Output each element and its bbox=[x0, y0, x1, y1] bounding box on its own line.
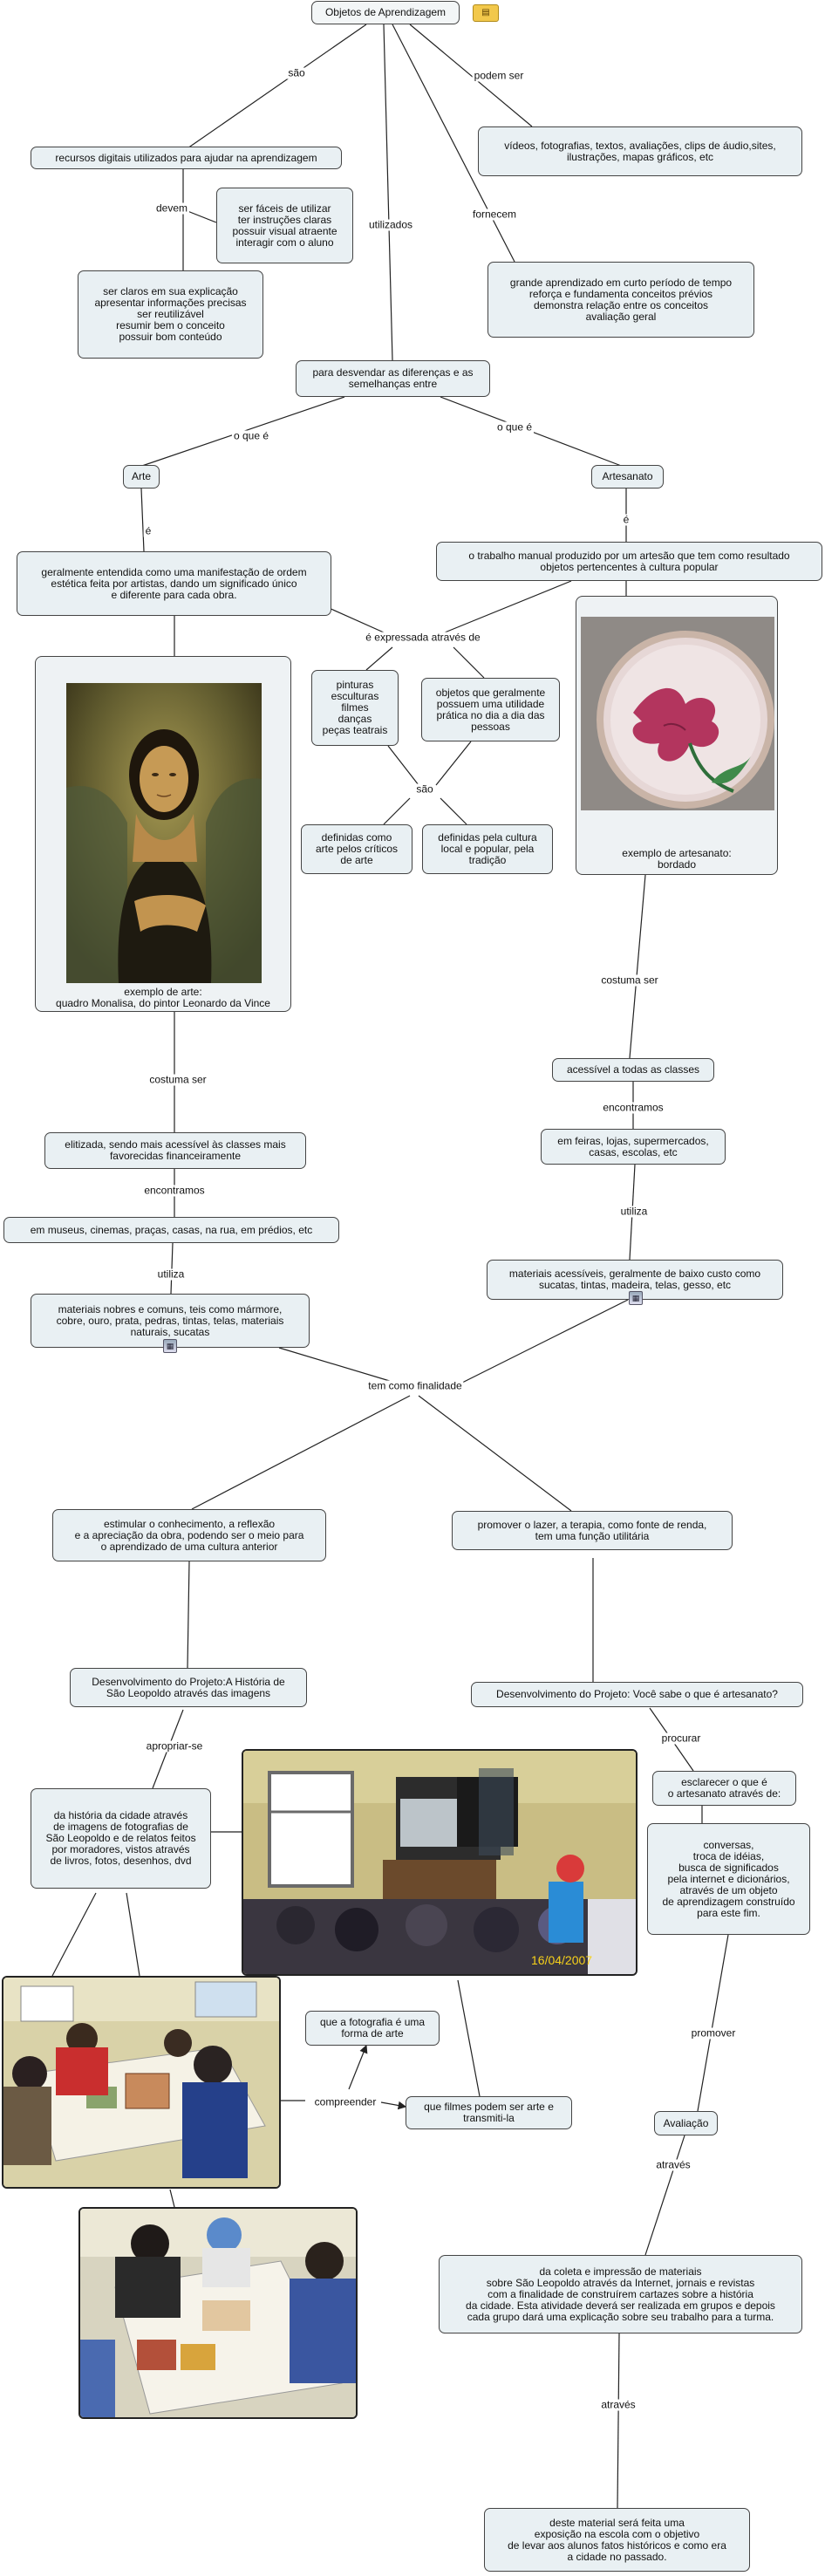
edge-label-utiliza-artesanato: utiliza bbox=[618, 1205, 650, 1218]
folder-icon[interactable]: ▤ bbox=[473, 4, 499, 22]
node-arte-def[interactable]: geralmente entendida como uma manifestaç… bbox=[17, 551, 331, 616]
node-historia-cidade[interactable]: da história da cidade através de imagens… bbox=[31, 1788, 211, 1889]
node-proj-artesanato[interactable]: Desenvolvimento do Projeto: Você sabe o … bbox=[471, 1682, 803, 1707]
node-pinturas[interactable]: pinturas esculturas filmes danças peças … bbox=[311, 670, 399, 746]
edge-label-e-artesanato: é bbox=[621, 513, 631, 526]
node-artesanato[interactable]: Artesanato bbox=[591, 465, 664, 489]
node-coleta[interactable]: da coleta e impressão de materiais sobre… bbox=[439, 2255, 802, 2333]
classroom-tv-photo[interactable]: 16/04/2007 bbox=[242, 1749, 638, 1976]
edge-label-sao-2: são bbox=[414, 782, 435, 796]
node-recursos[interactable]: recursos digitais utilizados para ajudar… bbox=[31, 147, 342, 169]
node-conversas[interactable]: conversas, troca de idéias, busca de sig… bbox=[647, 1823, 810, 1935]
node-acessivel[interactable]: acessível a todas as classes bbox=[552, 1058, 714, 1082]
node-proj-historia[interactable]: Desenvolvimento do Projeto:A História de… bbox=[70, 1668, 307, 1707]
edge-label-procurar: procurar bbox=[659, 1732, 703, 1745]
edge-label-costuma-ser-artesanato: costuma ser bbox=[599, 974, 660, 987]
students-photos-image bbox=[3, 1978, 279, 2187]
attachment-icon[interactable]: ▦ bbox=[629, 1291, 643, 1305]
node-arte[interactable]: Arte bbox=[123, 465, 160, 489]
monalisa-frame[interactable]: exemplo de arte: quadro Monalisa, do pin… bbox=[35, 656, 291, 1012]
node-avaliacao[interactable]: Avaliação bbox=[654, 2111, 718, 2135]
edge-label-e-arte: é bbox=[143, 524, 153, 537]
edge-label-expressada: é expressada através de bbox=[364, 631, 482, 644]
edge-label-devem: devem bbox=[153, 202, 190, 215]
node-grande[interactable]: grande aprendizado em curto período de t… bbox=[488, 262, 754, 338]
edge-label-atraves-coleta: através bbox=[599, 2398, 638, 2411]
edge-label-finalidade: tem como finalidade bbox=[366, 1379, 464, 1392]
node-museus[interactable]: em museus, cinemas, praças, casas, na ru… bbox=[3, 1217, 339, 1243]
edge-label-costuma-ser-arte: costuma ser bbox=[147, 1073, 208, 1086]
attachment-icon[interactable]: ▦ bbox=[163, 1339, 177, 1353]
node-esclarecer[interactable]: esclarecer o que é o artesanato através … bbox=[652, 1771, 796, 1806]
edge-label-o-que-e-artesanato: o que é bbox=[494, 420, 535, 434]
node-estimular[interactable]: estimular o conhecimento, a reflexão e a… bbox=[52, 1509, 326, 1561]
edge-label-atraves-avaliacao: através bbox=[654, 2158, 692, 2171]
node-claros[interactable]: ser claros em sua explicação apresentar … bbox=[78, 270, 263, 359]
monalisa-image bbox=[66, 683, 262, 983]
edge-label-compreender: compreender bbox=[312, 2095, 378, 2108]
edge-label-utilizados: utilizados bbox=[366, 218, 415, 231]
edge-label-encontramos-artesanato: encontramos bbox=[601, 1101, 665, 1114]
node-exposicao[interactable]: deste material será feita uma exposição … bbox=[484, 2508, 750, 2572]
photo-date-stamp: 16/04/2007 bbox=[531, 1953, 592, 1967]
node-artesanato-def[interactable]: o trabalho manual produzido por um artes… bbox=[436, 542, 822, 581]
edge-label-encontramos-arte: encontramos bbox=[142, 1184, 207, 1197]
root-node[interactable]: Objetos de Aprendizagem bbox=[311, 1, 460, 24]
bordado-image bbox=[581, 617, 774, 810]
students-table-photo[interactable] bbox=[78, 2207, 358, 2419]
node-def-cultura[interactable]: definidas pela cultura local e popular, … bbox=[422, 824, 553, 874]
students-photos-photo[interactable] bbox=[2, 1976, 281, 2189]
edge-label-sao: são bbox=[286, 66, 307, 79]
node-def-criticos[interactable]: definidas como arte pelos críticos de ar… bbox=[301, 824, 412, 874]
students-table-image bbox=[80, 2209, 356, 2417]
node-desvendar[interactable]: para desvendar as diferenças e as semelh… bbox=[296, 360, 490, 397]
node-promover-lazer[interactable]: promover o lazer, a terapia, como fonte … bbox=[452, 1511, 733, 1550]
edge-label-promover: promover bbox=[689, 2026, 738, 2040]
node-videos[interactable]: vídeos, fotografias, textos, avaliações,… bbox=[478, 126, 802, 176]
edge-label-apropriar: apropriar-se bbox=[144, 1739, 205, 1753]
edge-label-fornecem: fornecem bbox=[470, 208, 519, 221]
node-elitizada[interactable]: elitizada, sendo mais acessível às class… bbox=[44, 1132, 306, 1169]
bordado-caption: exemplo de artesanato: bordado bbox=[622, 847, 732, 871]
node-feiras[interactable]: em feiras, lojas, supermercados, casas, … bbox=[541, 1129, 726, 1165]
edge-label-podem-ser: podem ser bbox=[472, 69, 526, 82]
bordado-frame[interactable]: exemplo de artesanato: bordado bbox=[576, 596, 778, 875]
node-fotografia-arte[interactable]: que a fotografia é uma forma de arte bbox=[305, 2011, 440, 2046]
node-filmes-arte[interactable]: que filmes podem ser arte e transmiti-la bbox=[406, 2096, 572, 2129]
edge-label-utiliza-arte: utiliza bbox=[155, 1268, 187, 1281]
node-objetos[interactable]: objetos que geralmente possuem uma utili… bbox=[421, 678, 560, 741]
node-nobres[interactable]: materiais nobres e comuns, teis como már… bbox=[31, 1294, 310, 1348]
classroom-tv-image: 16/04/2007 bbox=[243, 1751, 636, 1974]
node-faceis[interactable]: ser fáceis de utilizar ter instruções cl… bbox=[216, 188, 353, 263]
monalisa-caption: exemplo de arte: quadro Monalisa, do pin… bbox=[56, 986, 270, 1009]
edge-label-o-que-e-arte: o que é bbox=[231, 429, 271, 442]
